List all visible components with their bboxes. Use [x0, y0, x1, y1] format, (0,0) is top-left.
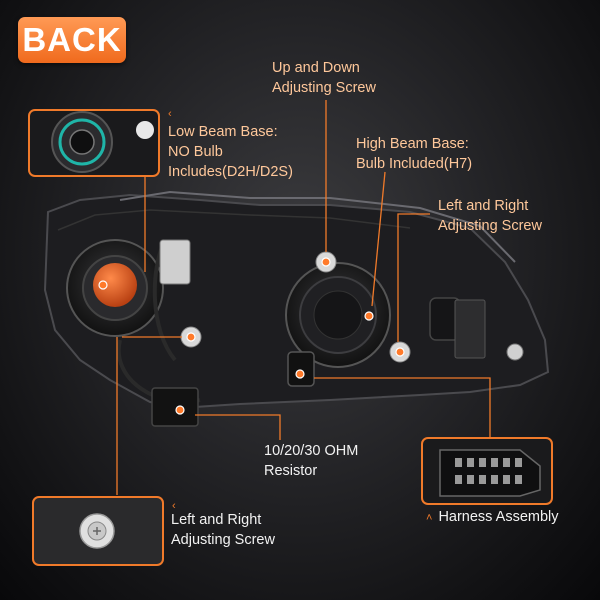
chevron-up-icon: ˄ — [426, 512, 433, 524]
harness-socket — [287, 351, 315, 387]
back-badge: BACK — [18, 17, 126, 63]
orange-marker — [364, 311, 374, 321]
inset-screw-detail — [32, 496, 164, 566]
label-harness: ˄Harness Assembly — [426, 509, 559, 525]
orange-marker — [98, 280, 108, 290]
inset-low-beam — [28, 109, 160, 177]
chevron-pointer-icon: ‹ — [172, 500, 176, 512]
orange-marker — [295, 369, 305, 379]
label-high-beam-base: High Beam Base:Bulb Included(H7) — [356, 136, 473, 172]
resistor-box — [151, 387, 199, 427]
low-beam-cap — [93, 263, 137, 307]
orange-marker — [175, 405, 185, 415]
inset-harness — [421, 437, 553, 505]
orange-marker — [186, 332, 196, 342]
orange-marker — [395, 347, 405, 357]
chevron-pointer-icon: ‹ — [168, 108, 172, 120]
housing-rim — [119, 190, 516, 263]
orange-marker — [321, 257, 331, 267]
leader-lines — [116, 100, 491, 495]
